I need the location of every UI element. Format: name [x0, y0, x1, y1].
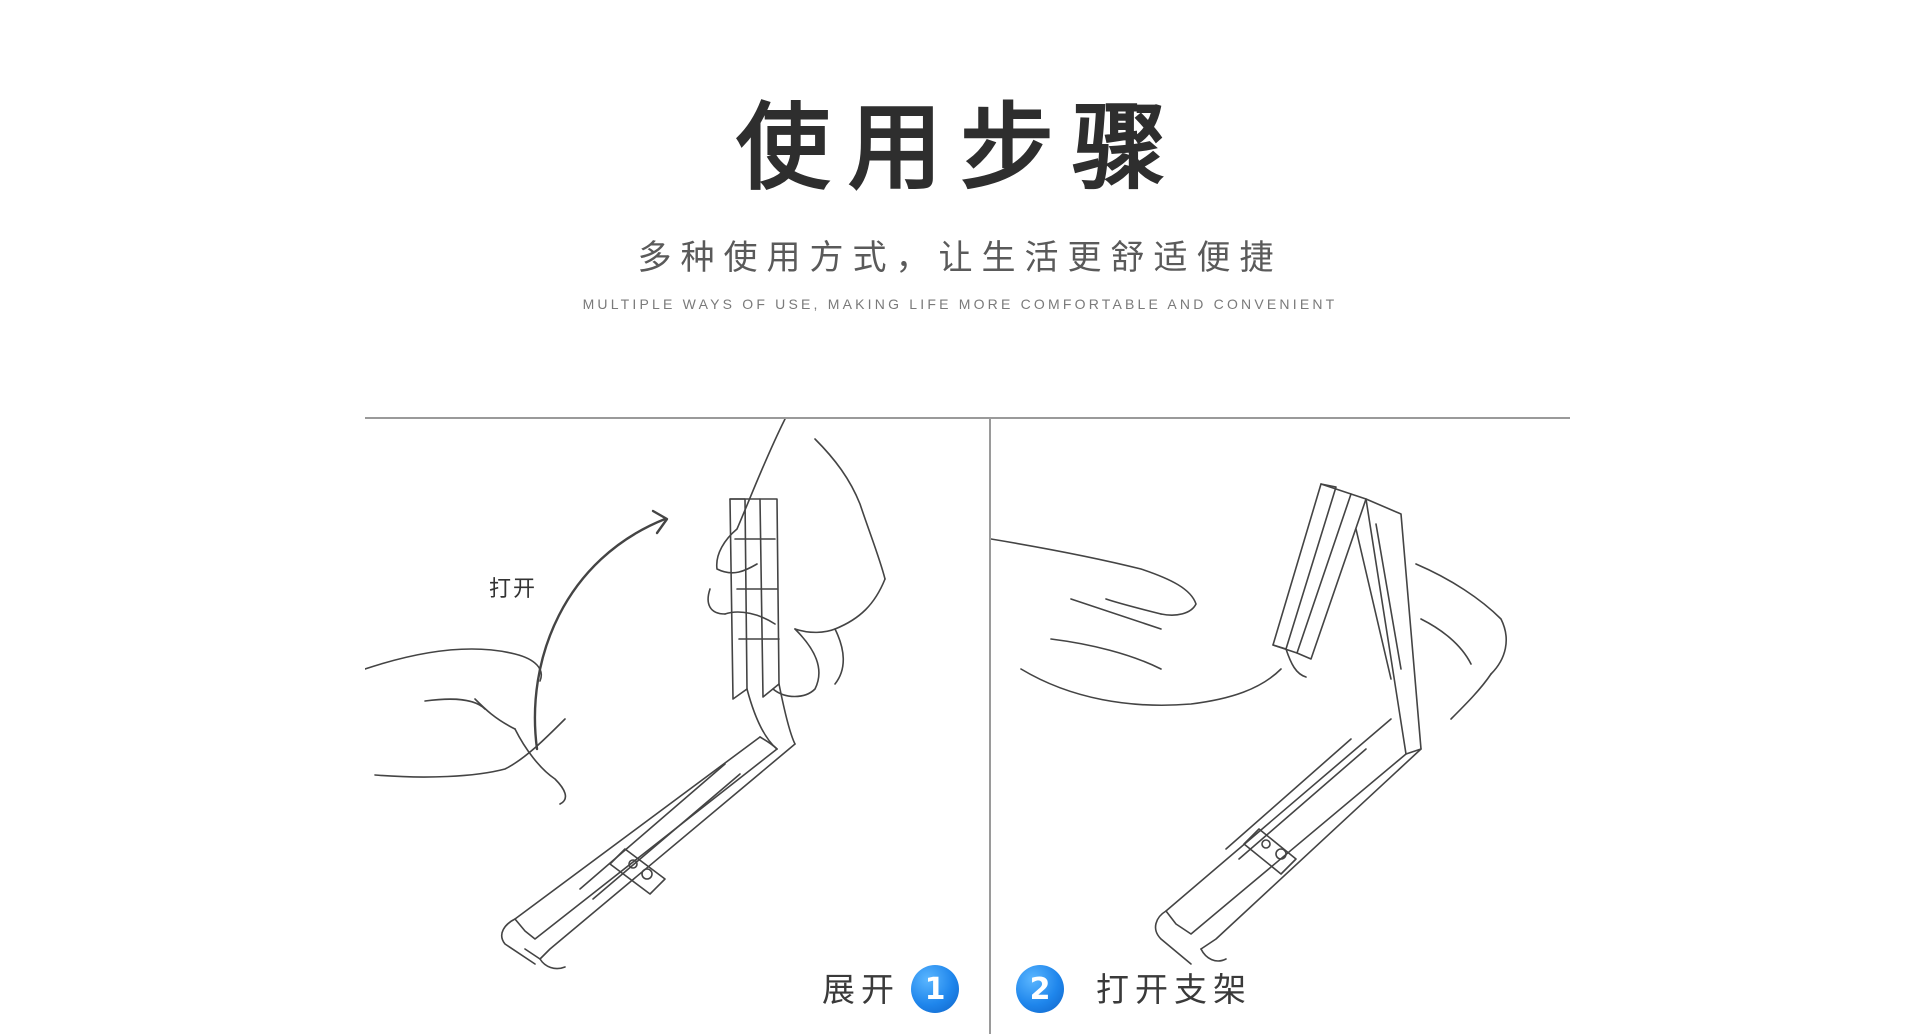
stand-folding-illustration	[365, 419, 886, 970]
page-subtitle-english: MULTIPLE WAYS OF USE, MAKING LIFE MORE C…	[582, 296, 1338, 312]
top-divider	[365, 417, 1570, 419]
step-2-illustration	[991, 419, 1570, 971]
step-2-label: 打开支架	[1096, 970, 1252, 1009]
step-1-badge: 1	[911, 965, 959, 1013]
page-title: 使用步骤	[735, 94, 1184, 203]
step-1-label: 展开	[822, 970, 900, 1009]
page-subtitle: 多种使用方式，让生活更舒适便捷	[637, 238, 1283, 278]
step-1-illustration	[365, 419, 989, 971]
step-2-badge: 2	[1016, 965, 1064, 1013]
open-annotation: 打开	[489, 577, 538, 602]
stand-opening-illustration	[991, 483, 1507, 965]
curved-arrow-icon	[533, 517, 667, 751]
middle-divider	[989, 417, 991, 1034]
